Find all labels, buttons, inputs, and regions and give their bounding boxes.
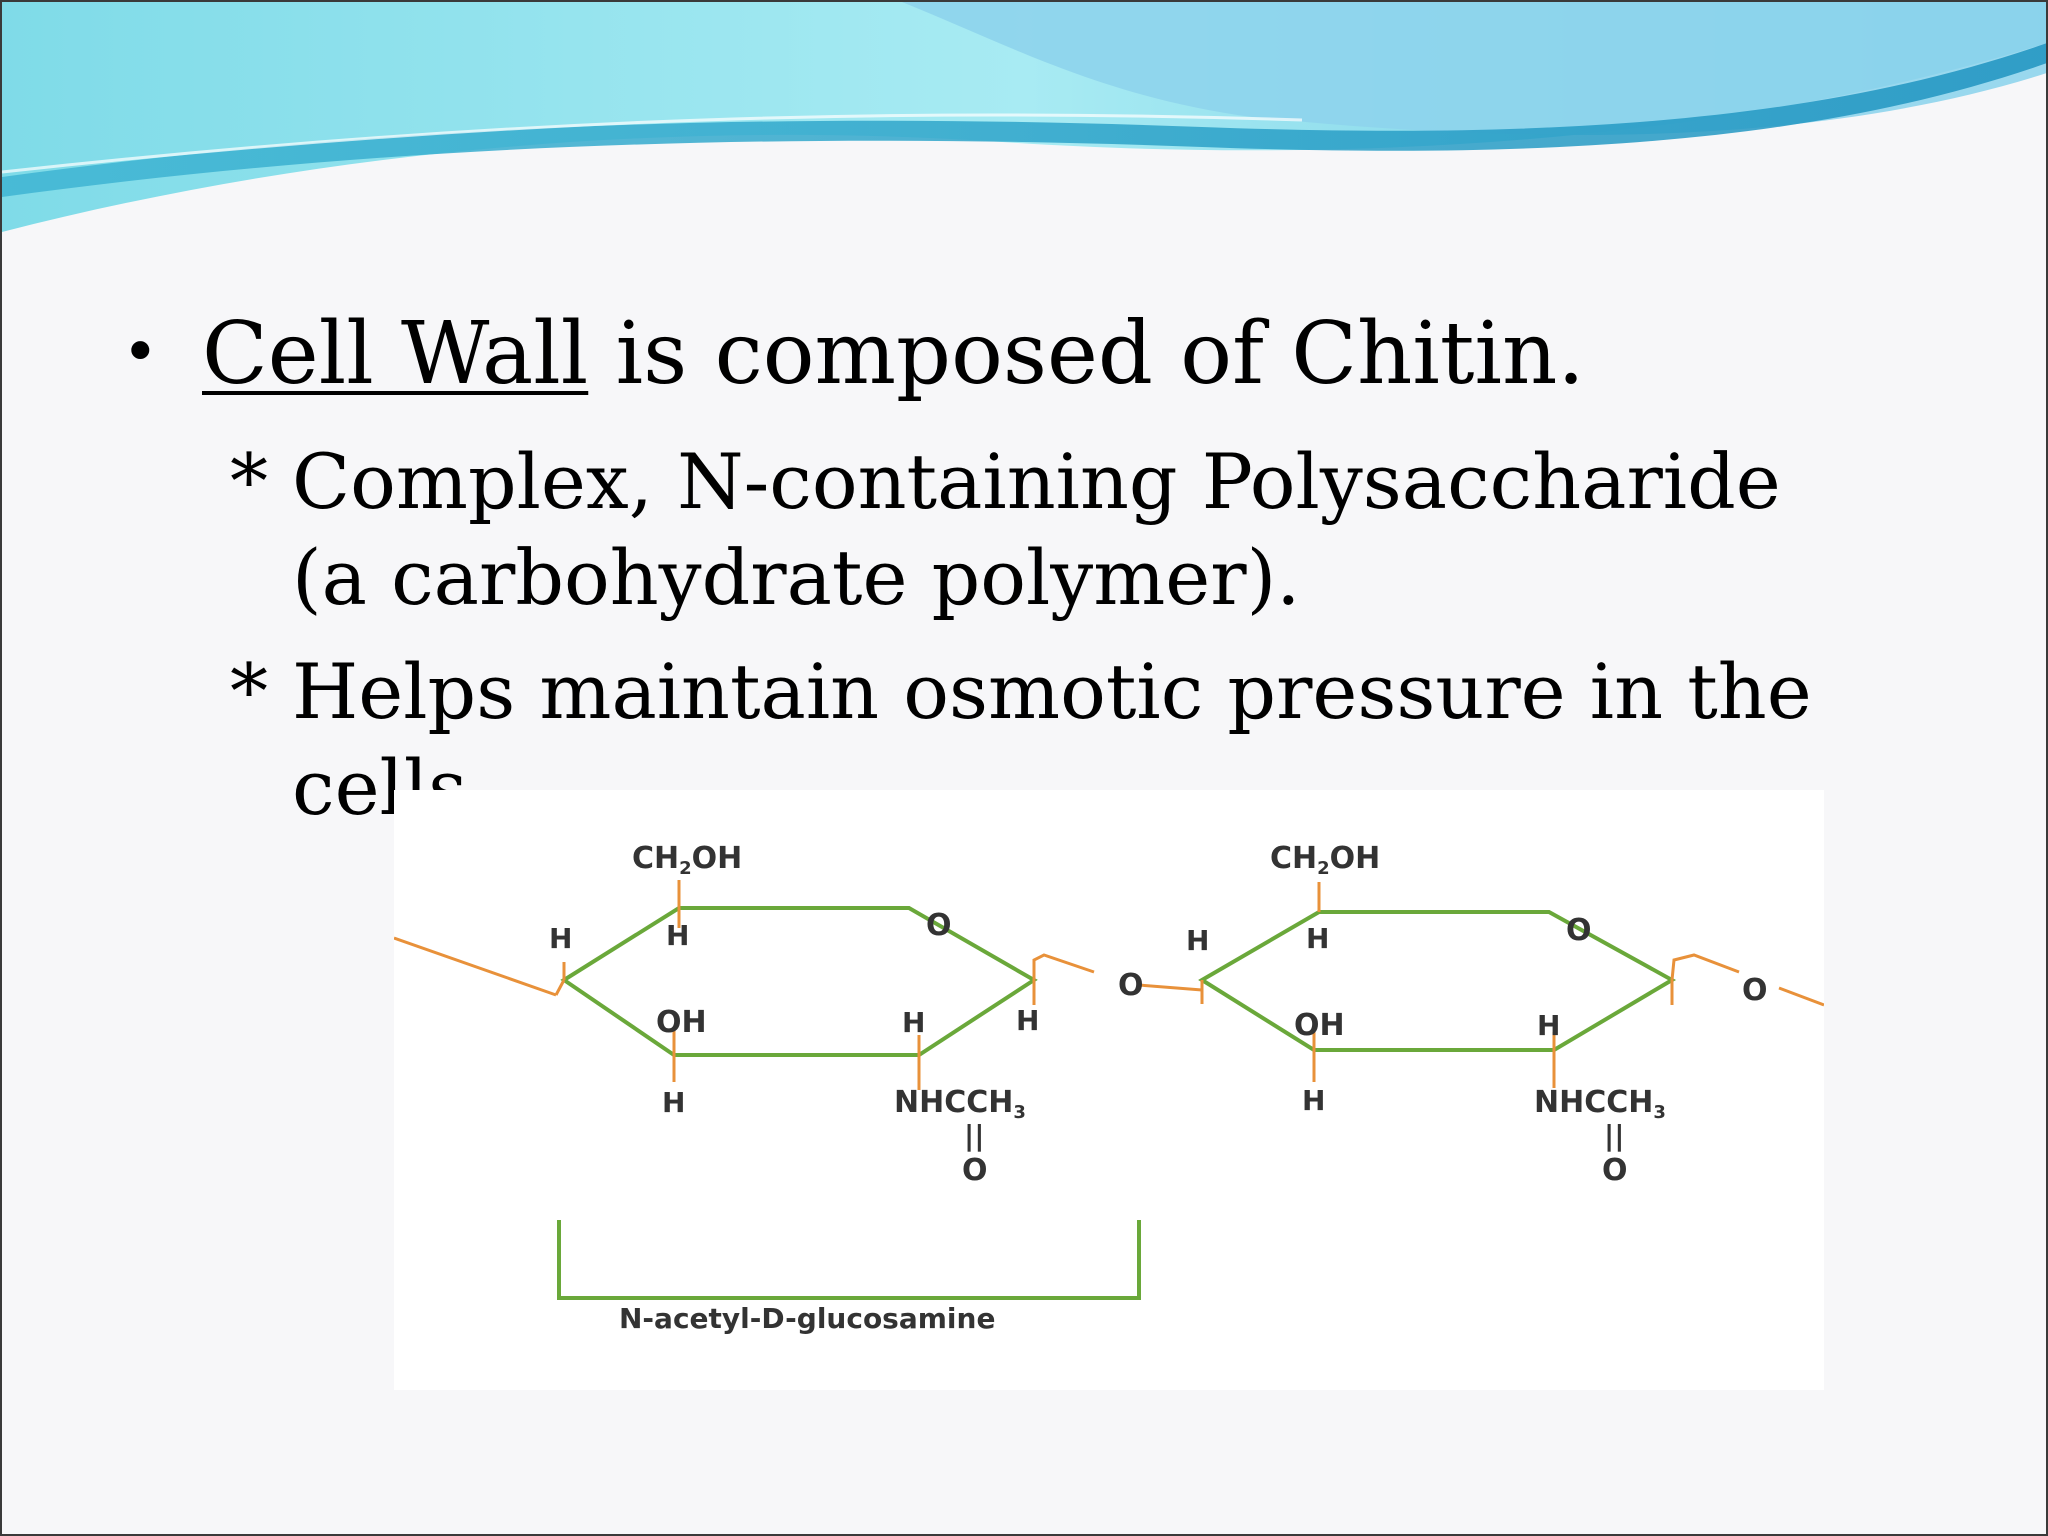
chitin-structure-diagram: CH2OH H H O OH H H H NHCCH3 || O O CH2OH… xyxy=(394,790,1824,1390)
ring-oxygen-label: O xyxy=(1566,913,1592,948)
h-label: H xyxy=(549,922,572,955)
monomer-bracket xyxy=(557,1220,1141,1300)
main-bullet: • Cell Wall is composed of Chitin. xyxy=(122,307,1585,402)
h-label: H xyxy=(1537,1009,1560,1042)
n-acetyl-d-glucosamine-label: N-acetyl-D-glucosamine xyxy=(619,1302,995,1335)
h-label: H xyxy=(1186,924,1209,957)
sub-item-marker: * xyxy=(230,647,268,736)
header-wave-decoration xyxy=(2,2,2046,232)
double-bond-label: || xyxy=(964,1119,984,1152)
ring-1 xyxy=(560,906,1038,1057)
ch2oh-label-1: CH2OH xyxy=(632,841,742,879)
bonds xyxy=(394,880,1824,1090)
ring-oxygen-label: O xyxy=(926,908,952,943)
bullet-marker: • xyxy=(122,315,159,388)
chitin-structure-svg: CH2OH H H O OH H H H NHCCH3 || O O CH2OH… xyxy=(394,841,1824,1335)
h-label: H xyxy=(1302,1084,1325,1117)
ch2oh-label-2: CH2OH xyxy=(1270,841,1380,879)
sub-item-text: Complex, N-containing Polysaccharide (a … xyxy=(292,437,1781,622)
ring-2 xyxy=(1198,910,1677,1052)
cell-wall-term: Cell Wall xyxy=(202,304,589,404)
main-bullet-rest: is composed of Chitin. xyxy=(588,304,1585,404)
h-label: H xyxy=(902,1006,925,1039)
glycosidic-oxygen-label: O xyxy=(1118,968,1144,1003)
oh-label: OH xyxy=(1294,1008,1345,1043)
h-label: H xyxy=(666,919,689,952)
main-bullet-text: Cell Wall is composed of Chitin. xyxy=(202,307,1585,402)
carbonyl-oxygen-label: O xyxy=(1602,1153,1628,1188)
sub-item-marker: * xyxy=(230,437,268,526)
terminal-oxygen-label: O xyxy=(1742,973,1768,1008)
h-label: H xyxy=(1016,1004,1039,1037)
h-label: H xyxy=(662,1086,685,1119)
nhcch3-label-1: NHCCH3 xyxy=(894,1085,1026,1123)
sub-item-1: * Complex, N-containing Polysaccharide (… xyxy=(230,434,1852,626)
oh-label: OH xyxy=(656,1005,707,1040)
double-bond-label: || xyxy=(1604,1119,1624,1152)
carbonyl-oxygen-label: O xyxy=(962,1153,988,1188)
h-label: H xyxy=(1306,922,1329,955)
nhcch3-label-2: NHCCH3 xyxy=(1534,1085,1666,1123)
